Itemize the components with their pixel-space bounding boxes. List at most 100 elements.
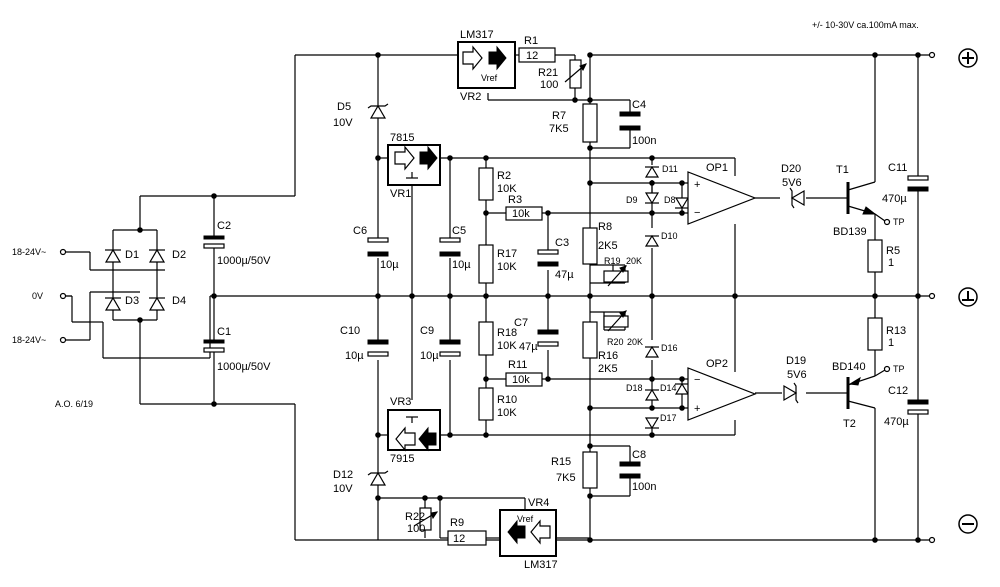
value-d20: 5V6 (782, 177, 802, 189)
resistor-r10: R10 10K (478, 387, 517, 421)
zener-d19: D19 5V6 (783, 355, 807, 404)
output-terminal-plus (928, 51, 936, 59)
junctions (137, 52, 921, 543)
label-c5: C5 (452, 225, 466, 237)
regulator-vr2: Vref LM317 VR2 (457, 29, 516, 103)
value-c3: 47µ (555, 269, 574, 281)
label-op1: OP1 (706, 162, 728, 174)
op1-plus-input: + (694, 179, 700, 191)
resistor-r16: R16 2K5 (582, 321, 618, 375)
resistor-r11: R11 10k (505, 359, 543, 387)
transistor-t2: BD140 T2 TP (832, 361, 905, 430)
label-vr2: VR2 (460, 91, 481, 103)
value-c8: 100n (632, 481, 656, 493)
diode-d8: D8 (664, 195, 690, 210)
diode-d11: D11 (644, 164, 678, 178)
label-r18: R18 (497, 327, 517, 339)
part-vr3: 7915 (390, 453, 414, 465)
label-d20: D20 (781, 163, 801, 175)
label-d4: D4 (172, 295, 186, 307)
output-terminal-ground (928, 292, 936, 300)
input-label-1: 18-24V~ (12, 247, 46, 257)
label-c4: C4 (632, 99, 646, 111)
input-terminal-0v (59, 292, 67, 300)
label-c2: C2 (217, 220, 231, 232)
resistor-r9: R9 12 (447, 517, 487, 546)
label-op2: OP2 (706, 358, 728, 370)
part-vr4: LM317 (524, 559, 558, 571)
label-d14: D14 (660, 383, 677, 393)
capacitor-c5: C5 10µ (439, 225, 471, 271)
label-r22: R22 (405, 511, 425, 523)
value-r9: 12 (453, 533, 465, 545)
resistor-r7: R7 7K5 (549, 103, 598, 143)
diode-d17: D17 (644, 413, 677, 430)
label-c3: C3 (555, 237, 569, 249)
capacitor-c8: C8 100n (619, 449, 656, 493)
trimmer-r20: R20 20K (603, 310, 643, 347)
trimmer-r19: R19 20K (603, 256, 642, 287)
resistor-r3: R3 10k (505, 194, 543, 221)
part-vr2: LM317 (460, 29, 494, 41)
capacitor-c6: C6 10µ (353, 225, 399, 271)
capacitor-c3: C3 47µ (537, 237, 574, 281)
vref-vr4: Vref (517, 514, 534, 524)
label-d3: D3 (125, 295, 139, 307)
input-terminal-1 (59, 248, 67, 256)
resistor-r8: R8 2K5 (582, 221, 618, 265)
value-c11: 470µ (882, 193, 907, 205)
diode-d1 (104, 248, 122, 263)
label-r21: R21 (538, 67, 558, 79)
input-terminal-2 (59, 336, 67, 344)
label-r16: R16 (598, 350, 618, 362)
label-c8: C8 (632, 449, 646, 461)
label-d1: D1 (125, 249, 139, 261)
capacitor-c7: C7 47µ (514, 317, 559, 353)
zener-d12: D12 10V (333, 469, 389, 495)
label-d19: D19 (786, 355, 806, 367)
input-label-0v: 0V (32, 291, 43, 301)
zener-d5: D5 10V (333, 101, 389, 129)
resistor-r13: R13 1 (867, 317, 906, 351)
value-r22: 100 (407, 523, 425, 535)
label-d2: D2 (172, 249, 186, 261)
label-r20: R20 (607, 337, 624, 347)
zener-d20: D20 5V6 (781, 163, 805, 209)
label-d11: D11 (662, 164, 678, 174)
value-d5: 10V (333, 117, 353, 129)
label-d18: D18 (626, 383, 643, 393)
label-r9: R9 (450, 517, 464, 529)
value-r15: 7K5 (556, 472, 576, 484)
resistor-r15: R15 7K5 (551, 451, 598, 489)
label-t2: T2 (843, 418, 856, 430)
regulator-vr3: VR3 7915 (387, 396, 441, 465)
label-d8: D8 (664, 195, 676, 205)
label-r8: R8 (598, 221, 612, 233)
resistor-r5: R5 1 (867, 239, 900, 273)
value-r21: 100 (540, 79, 558, 91)
value-c9: 10µ (420, 350, 439, 362)
label-t1: T1 (836, 164, 849, 176)
trimmer-r21: R21 100 (538, 59, 587, 91)
part-vr1: 7815 (390, 132, 414, 144)
value-r18: 10K (497, 340, 517, 352)
regulator-vr1: 7815 VR1 (387, 132, 441, 200)
value-c12: 470µ (884, 416, 909, 428)
op2-plus-input: + (694, 403, 700, 415)
value-c5: 10µ (452, 259, 471, 271)
output-terminals (928, 48, 978, 544)
transistor-t1: T1 BD139 TP (833, 164, 905, 238)
value-r16: 2K5 (598, 363, 618, 375)
op1-minus-input: − (694, 207, 700, 219)
resistor-r1: R1 12 (518, 35, 556, 63)
author-date-note: A.O. 6/19 (55, 399, 93, 409)
label-vr4: VR4 (528, 497, 549, 509)
resistor-r17: R17 10K (478, 244, 517, 284)
value-c6: 10µ (380, 259, 399, 271)
capacitor-c12: C12 470µ (884, 385, 929, 428)
diode-d14: D14 (660, 382, 690, 395)
label-r19: R19 (604, 256, 621, 266)
label-vr1: VR1 (390, 188, 411, 200)
resistor-r18: R18 10K (478, 321, 517, 356)
plus-symbol (958, 48, 978, 68)
